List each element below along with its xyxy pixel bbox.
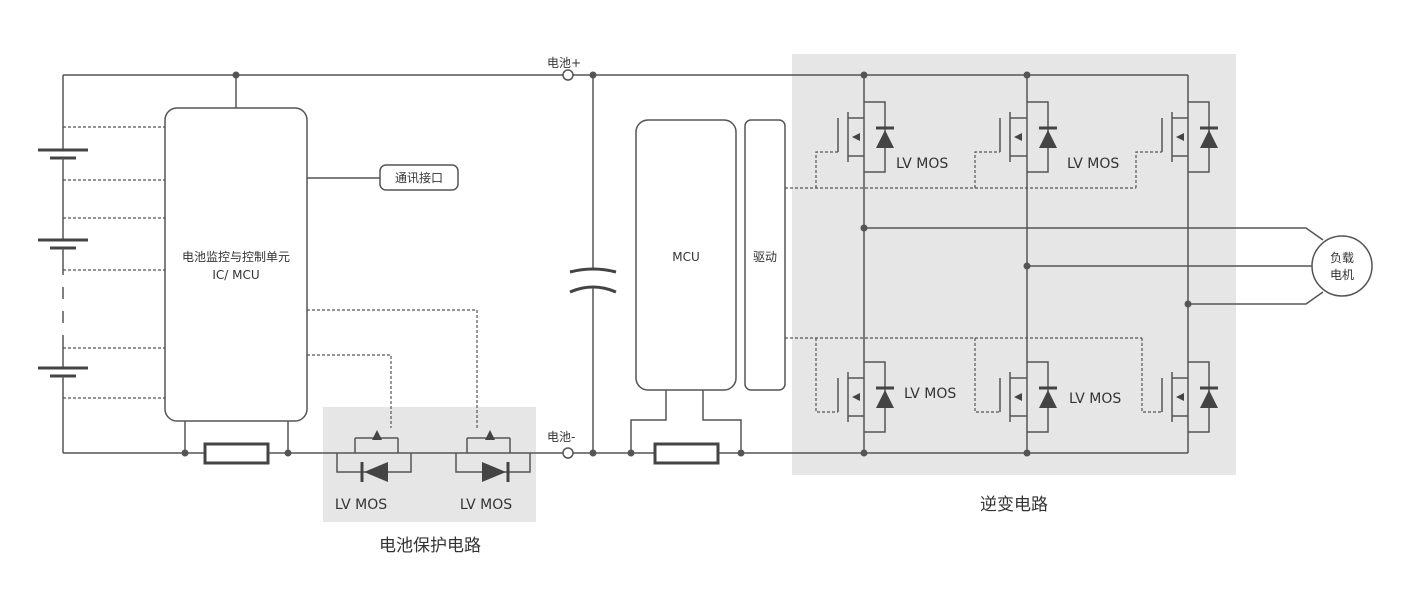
- protection-mosfet-right: [455, 430, 531, 482]
- comm-interface-box: [379, 164, 459, 191]
- mcu-box: [635, 119, 737, 391]
- inverter-circuit-title: 逆变电路: [980, 495, 1048, 515]
- comm-interface-label: 通讯接口: [395, 170, 443, 185]
- load-motor-label-line1: 负载: [1330, 251, 1354, 265]
- protection-mos-right-label: LV MOS: [460, 497, 512, 513]
- protection-circuit-title: 电池保护电路: [379, 536, 481, 556]
- driver-box: [744, 119, 786, 391]
- battery-minus-label: 电池-: [547, 430, 575, 444]
- bms-shunt-resistor: [184, 421, 289, 465]
- load-motor-label-line2: 电机: [1330, 268, 1354, 282]
- inverter-mos-low-2-label: LV MOS: [1069, 391, 1121, 407]
- inverter-mosfet-low-1: [837, 361, 894, 433]
- inverter-mosfet-high-2: [999, 101, 1057, 173]
- inverter-mos-high-2-label: LV MOS: [1067, 156, 1119, 172]
- bms-label-line2: IC/ MCU: [212, 268, 259, 282]
- cell-sense-lines: [63, 126, 165, 399]
- protection-mos-left-label: LV MOS: [335, 497, 387, 513]
- inverter-mosfet-high-1: [837, 101, 894, 173]
- battery-plus-label: 电池+: [547, 56, 581, 70]
- bms-label-line1: 电池监控与控制单元: [182, 250, 290, 264]
- battery-stack: [38, 75, 88, 453]
- battery-plus-terminal: [562, 69, 574, 81]
- phase-output-lines: [864, 227, 1324, 305]
- bms-box: [164, 107, 308, 422]
- load-motor: [1311, 235, 1373, 297]
- inverter-mosfet-high-3: [1161, 101, 1218, 173]
- battery-minus-terminal: [562, 447, 574, 459]
- driver-label: 驱动: [753, 250, 777, 264]
- protection-mosfet-left: [336, 430, 412, 482]
- inverter-mos-high-1-label: LV MOS: [896, 156, 948, 172]
- gate-drive-lines: [785, 151, 1162, 413]
- mcu-shunt-resistor: [630, 390, 742, 465]
- inverter-circuit-region: [792, 54, 1236, 475]
- bulk-capacitor: [569, 75, 617, 453]
- inverter-mos-low-1-label: LV MOS: [904, 386, 956, 402]
- inverter-mosfet-low-3: [1161, 361, 1218, 433]
- mcu-label: MCU: [672, 250, 700, 264]
- bms-gate-control-lines: [307, 309, 478, 428]
- inverter-mosfet-low-2: [999, 361, 1057, 433]
- protection-circuit-region: [323, 407, 536, 522]
